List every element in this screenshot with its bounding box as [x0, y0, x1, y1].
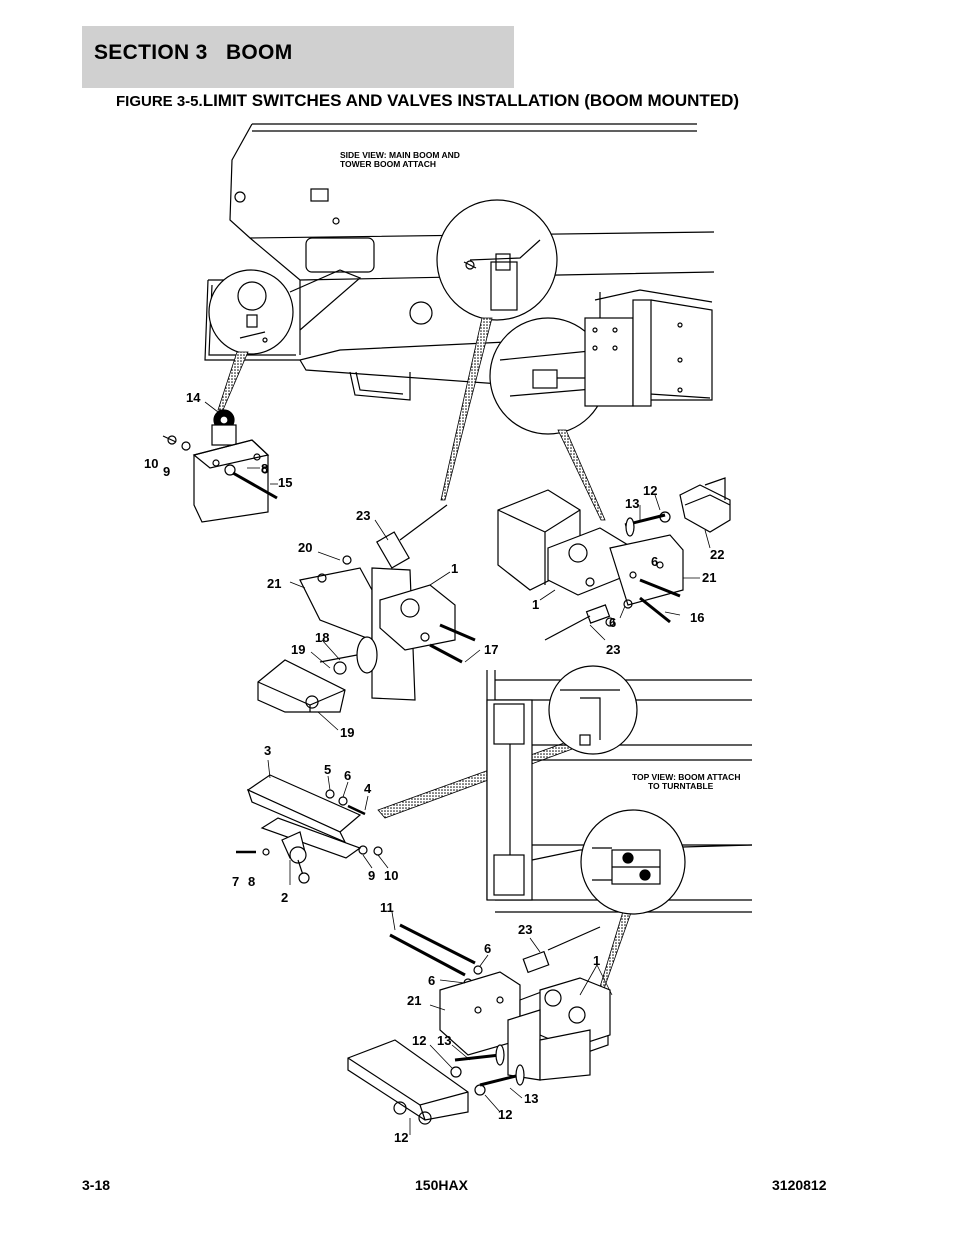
- valve-assembly-upper-left: [257, 504, 476, 713]
- valve-assembly-upper-right: [497, 477, 731, 641]
- callout-13-lower-2: 13: [524, 1091, 538, 1106]
- callout-21-right: 21: [702, 570, 716, 585]
- figure-caption: LIMIT SWITCHES AND VALVES INSTALLATION (…: [202, 91, 740, 110]
- callout-20: 20: [298, 540, 312, 555]
- callout-4: 4: [364, 781, 372, 796]
- callout-19-lower: 19: [340, 725, 354, 740]
- callout-1-lower: 1: [593, 953, 600, 968]
- callout-23-lower: 23: [518, 922, 532, 937]
- callout-6-lower-2: 6: [428, 973, 435, 988]
- callout-3: 3: [264, 743, 271, 758]
- callout-23-right: 23: [606, 642, 620, 657]
- callout-14: 14: [186, 390, 201, 405]
- callout-5: 5: [324, 762, 331, 777]
- callout-11: 11: [380, 900, 394, 915]
- callout-9-plate: 9: [368, 868, 375, 883]
- callout-12-lower: 12: [412, 1033, 426, 1048]
- callout-21: 21: [267, 576, 281, 591]
- detail-circle-right: [489, 317, 607, 435]
- callout-9: 9: [163, 464, 170, 479]
- section-title: SECTION 3 BOOM: [94, 41, 293, 64]
- upright-plates: [584, 299, 713, 407]
- side-view-label-line2: TOWER BOOM ATTACH: [340, 159, 436, 169]
- switch-plate-assembly: [236, 774, 383, 884]
- section-header: SECTION 3 BOOM: [82, 26, 514, 88]
- figure-title: FIGURE 3-5.LIMIT SWITCHES AND VALVES INS…: [116, 91, 739, 111]
- callout-7: 7: [232, 874, 239, 889]
- callout-8-plate: 8: [248, 874, 255, 889]
- callout-8: 8: [261, 461, 268, 476]
- callout-12-lower-3: 12: [394, 1130, 408, 1145]
- callout-6: 6: [651, 554, 658, 569]
- page-number: 3-18: [82, 1177, 111, 1193]
- callout-12: 12: [643, 483, 657, 498]
- callout-18: 18: [315, 630, 329, 645]
- callout-1: 1: [451, 561, 458, 576]
- callout-13: 13: [625, 496, 639, 511]
- top-view-label-line2: TO TURNTABLE: [648, 781, 714, 791]
- callout-10: 10: [144, 456, 158, 471]
- callout-17: 17: [484, 642, 498, 657]
- callout-19: 19: [291, 642, 305, 657]
- callout-1-right: 1: [532, 597, 539, 612]
- callout-23: 23: [356, 508, 370, 523]
- limit-switch-assembly: [162, 409, 278, 523]
- callout-21-lower: 21: [407, 993, 421, 1008]
- callout-leaders: [204, 401, 711, 1135]
- top-view-detail-lower: [580, 809, 686, 915]
- callout-6-right: 6: [609, 615, 616, 630]
- side-view-boom: [204, 123, 715, 401]
- callout-12-lower-2: 12: [498, 1107, 512, 1122]
- model-name: 150HAX: [415, 1177, 468, 1193]
- callout-6-lower: 6: [484, 941, 491, 956]
- document-number: 3120812: [772, 1177, 827, 1193]
- callout-13-lower: 13: [437, 1033, 451, 1048]
- callout-15: 15: [278, 475, 292, 490]
- top-view-label-line1: TOP VIEW: BOOM ATTACH: [632, 772, 740, 782]
- callout-6-plate: 6: [344, 768, 351, 783]
- top-view-detail-upper: [548, 665, 638, 755]
- side-view-label-line1: SIDE VIEW: MAIN BOOM AND: [340, 150, 460, 160]
- callout-16: 16: [690, 610, 704, 625]
- figure-number: FIGURE 3-5.: [116, 93, 203, 110]
- detail-circle-top: [436, 199, 558, 321]
- callout-10-plate: 10: [384, 868, 398, 883]
- callout-2: 2: [281, 890, 288, 905]
- valve-assembly-lower: [347, 923, 611, 1125]
- callout-22: 22: [710, 547, 724, 562]
- detail-circle-left: [208, 269, 294, 355]
